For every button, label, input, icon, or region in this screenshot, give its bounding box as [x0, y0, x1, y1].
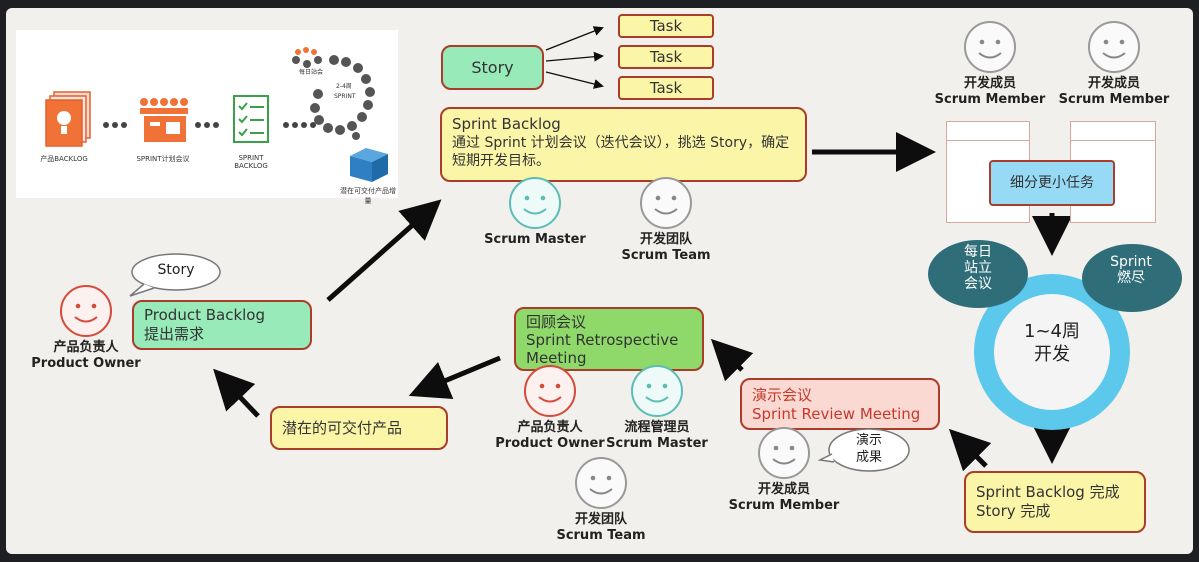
dev-team-bottom-en: Scrum Team — [556, 528, 646, 543]
scrum-overview-svg: 每日站会 2-4周 SPRINT — [45, 47, 388, 182]
planning-board-line — [150, 122, 160, 126]
dev-member-1-cn: 开发成员 — [963, 76, 1016, 91]
review-bubble-text: 演示 成果 — [855, 433, 882, 465]
retro-line3: Meeting — [526, 349, 587, 367]
task-box-1: Task — [618, 14, 714, 38]
retro-box: 回顾会议 Sprint Retrospective Meeting — [514, 307, 704, 371]
fig-label-product-backlog: 产品BACKLOG — [40, 155, 88, 163]
smiley-gray-icon — [1088, 21, 1140, 73]
cycle-top-label: 每日站会 — [299, 68, 323, 76]
cycle-sprint-label-1: 2-4周 — [336, 83, 352, 90]
smiley-gray-icon — [640, 177, 692, 229]
product-backlog-line1: Product Backlog — [144, 306, 266, 324]
review-line2: Sprint Review Meeting — [752, 405, 921, 423]
smiley-gray-icon — [758, 427, 810, 479]
review-line1: 演示会议 — [752, 386, 813, 404]
product-owner-retro-cn: 产品负责人 — [517, 420, 583, 435]
sprint-burn-bubble — [1082, 244, 1182, 312]
dev-team-top-en: Scrum Team — [621, 248, 711, 263]
daily-standup-bubble — [928, 240, 1028, 308]
diagram-canvas: 每日站会 2-4周 SPRINT 产品BACKLOG SPRINT计划会议 SP… — [6, 8, 1193, 554]
retro-line2: Sprint Retrospective — [526, 331, 679, 349]
smiley-teal-icon — [631, 365, 683, 417]
arrows-layer — [213, 26, 1072, 472]
dev-member-1-en: Scrum Member — [934, 92, 1046, 107]
dev-member-review: 开发成员 Scrum Member — [724, 426, 844, 514]
sprint-done-line2: Story 完成 — [976, 502, 1051, 520]
process-manager: 流程管理员 Scrum Master — [602, 364, 712, 452]
task-box-2: Task — [618, 45, 714, 69]
dev-team-top: 开发团队 Scrum Team — [611, 176, 721, 264]
story-box: Story — [441, 45, 544, 90]
cycle-center-text: 1~4周 开发 — [1024, 321, 1080, 365]
sprint-backlog-desc: 通过 Sprint 计划会议（迭代会议），挑选 Story，确定短期开发目标。 — [452, 135, 790, 169]
smiley-gray-icon — [964, 21, 1016, 73]
dev-member-review-en: Scrum Member — [728, 498, 840, 513]
smiley-red-icon — [524, 365, 576, 417]
smiley-gray-icon — [575, 457, 627, 509]
planning-board-chart — [166, 122, 180, 134]
scrum-overview-figure: 每日站会 2-4周 SPRINT 产品BACKLOG SPRINT计划会议 SP… — [16, 30, 398, 205]
dev-member-2-en: Scrum Member — [1058, 92, 1170, 107]
story-task-arrow-1 — [545, 26, 604, 51]
flow-dots — [103, 122, 316, 128]
dev-member-2-cn: 开发成员 — [1087, 76, 1140, 91]
deliverable-box: 潜在的可交付产品 — [270, 406, 448, 450]
dev-member-2: 开发成员 Scrum Member — [1054, 20, 1174, 108]
sprint-backlog-title: Sprint Backlog — [452, 115, 561, 133]
dev-team-top-cn: 开发团队 — [639, 232, 692, 247]
product-owner-retro: 产品负责人 Product Owner — [490, 364, 610, 452]
lightbulb-icon — [57, 111, 71, 125]
product-owner-left-en: Product Owner — [31, 356, 141, 371]
sprint-done-line1: Sprint Backlog 完成 — [976, 483, 1120, 501]
process-manager-en: Scrum Master — [606, 436, 708, 451]
smiley-red-icon — [60, 285, 112, 337]
story-bubble-text: Story — [157, 262, 195, 278]
dev-member-1: 开发成员 Scrum Member — [930, 20, 1050, 108]
review-speech-bubble — [817, 428, 910, 472]
split-tasks-box: 细分更小任务 — [989, 160, 1115, 206]
dev-team-bottom: 开发团队 Scrum Team — [546, 456, 656, 544]
sprint-backlog-box: Sprint Backlog 通过 Sprint 计划会议（迭代会议），挑选 S… — [440, 107, 807, 182]
standup-people-icon — [295, 47, 317, 55]
fig-label-increment: 潜在可交付产品增量 — [340, 187, 396, 205]
cycle-sprint-label-2: SPRINT — [334, 93, 356, 100]
sprint-burn-text: Sprint 燃尽 — [1110, 254, 1152, 286]
task-box-3: Task — [618, 76, 714, 100]
product-owner-left-cn: 产品负责人 — [53, 340, 119, 355]
deliverable-to-backlog-arrow — [213, 368, 260, 418]
scrum-master-top-en: Scrum Master — [484, 232, 586, 247]
product-box-icon — [350, 148, 388, 182]
daily-standup-text: 每日 站立 会议 — [964, 244, 992, 292]
checklist-ticks — [238, 102, 264, 137]
review-to-retro-arrow — [710, 338, 754, 382]
scrum-master-top: Scrum Master — [480, 176, 590, 248]
dev-member-review-cn: 开发成员 — [757, 482, 810, 497]
lightbulb-base — [61, 126, 67, 134]
cycle-inner-disc — [994, 294, 1110, 410]
sprint-cycle-dots — [292, 55, 375, 140]
product-backlog-line2: 提出需求 — [144, 325, 205, 343]
retro-to-deliverable-arrow — [408, 355, 501, 399]
process-manager-cn: 流程管理员 — [624, 420, 690, 435]
product-owner-left: 产品负责人 Product Owner — [26, 284, 146, 372]
sprint-cycle-graphic — [928, 240, 1182, 430]
story-speech-bubble — [129, 253, 221, 297]
story-task-arrow-3 — [545, 71, 604, 89]
product-owner-retro-en: Product Owner — [495, 436, 605, 451]
backlog-to-sprint-arrow — [326, 199, 442, 302]
sprint-done-box: Sprint Backlog 完成 Story 完成 — [964, 471, 1146, 533]
story-task-arrow-2 — [545, 51, 604, 62]
smiley-teal-icon — [509, 177, 561, 229]
retro-line1: 回顾会议 — [526, 313, 587, 331]
product-backlog-box: Product Backlog 提出需求 — [132, 300, 312, 350]
fig-label-sprint-backlog: SPRINT BACKLOG — [234, 154, 268, 170]
done-to-review-arrow — [948, 428, 992, 472]
review-box: 演示会议 Sprint Review Meeting — [740, 378, 940, 430]
dev-team-bottom-cn: 开发团队 — [574, 512, 627, 527]
fig-label-sprint-planning: SPRINT计划会议 — [136, 155, 190, 163]
